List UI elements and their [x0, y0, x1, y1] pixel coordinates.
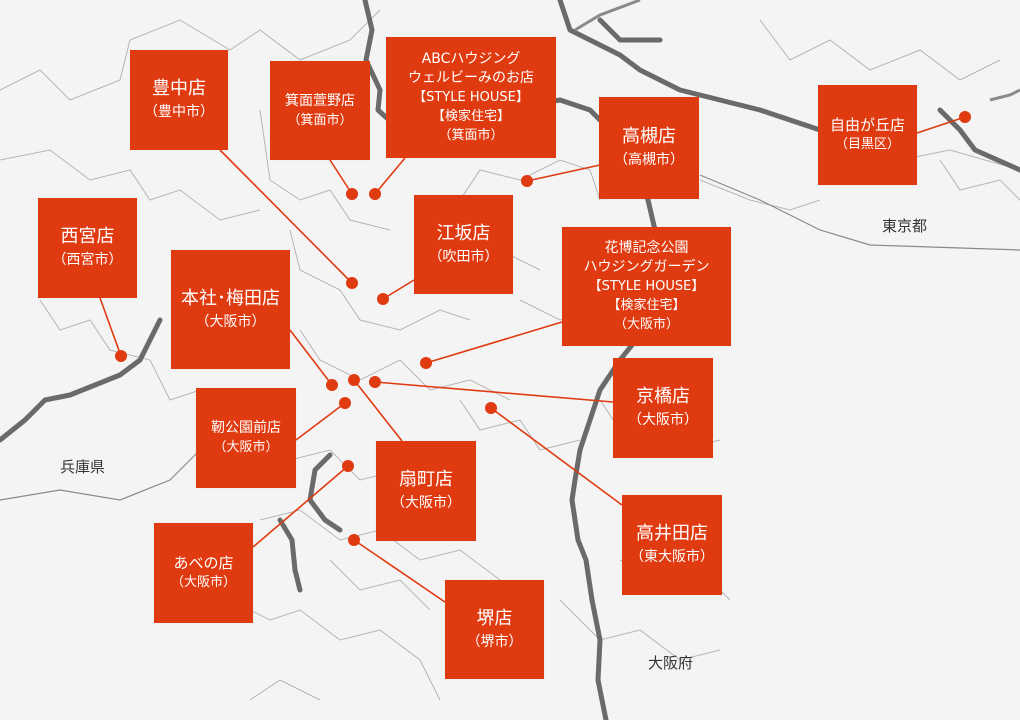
leader-line-sakai [353, 539, 446, 603]
store-name: 箕面萱野店 [285, 92, 355, 109]
store-nishinomiya[interactable]: 西宮店 （西宮市） [38, 198, 137, 298]
store-name-line: 花博記念公園 [604, 239, 689, 256]
location-dot-hanahaku [420, 357, 432, 369]
location-dot-ogimachi [348, 374, 360, 386]
leader-line-esaka [382, 279, 415, 300]
leader-line-ogimachi [353, 379, 403, 442]
leader-line-takatsuki [526, 164, 601, 182]
store-utsubo[interactable]: 靭公園前店 （大阪市） [196, 388, 296, 488]
store-city: （大阪市） [628, 412, 698, 428]
store-name: 高槻店 [622, 126, 676, 147]
location-dot-takaida [485, 402, 497, 414]
store-honsha-umeda[interactable]: 本社･梅田店 （大阪市） [171, 250, 290, 369]
store-abc-wellbe[interactable]: ABCハウジング ウェルビーみのお店 【STYLE HOUSE】 【検家住宅】 … [386, 37, 556, 158]
store-city: （大阪市） [195, 313, 266, 330]
store-jiyugaoka[interactable]: 自由が丘店 （目黒区） [818, 85, 917, 185]
location-dot-minoh-kayano [346, 188, 358, 200]
store-name: 扇町店 [399, 469, 453, 490]
store-name: 自由が丘店 [829, 116, 905, 134]
store-name: あべの店 [173, 554, 234, 572]
store-kyobashi[interactable]: 京橋店 （大阪市） [613, 358, 713, 458]
store-name: 靭公園前店 [211, 420, 281, 436]
store-city: （箕面市） [438, 127, 504, 143]
store-name: 本社･梅田店 [181, 287, 280, 309]
location-dot-jiyugaoka [959, 111, 971, 123]
store-name-line: ウェルビーみのお店 [408, 69, 534, 86]
store-city: （西宮市） [52, 252, 123, 268]
leader-line-kyobashi [374, 381, 614, 403]
leader-line-takaida [490, 407, 623, 506]
store-city: （大阪市） [613, 316, 679, 332]
store-minoh-kayano[interactable]: 箕面萱野店 （箕面市） [270, 61, 370, 160]
store-hanahaku[interactable]: 花博記念公園 ハウジングガーデン 【STYLE HOUSE】 【検家住宅】 （大… [562, 227, 731, 346]
store-takaida[interactable]: 高井田店 （東大阪市） [622, 495, 722, 595]
leader-line-minoh-kayano [329, 159, 353, 195]
store-sakai[interactable]: 堺店 （堺市） [445, 580, 544, 679]
store-name: 江坂店 [436, 222, 491, 244]
store-ogimachi[interactable]: 扇町店 （大阪市） [376, 441, 476, 541]
location-dot-utsubo [339, 397, 351, 409]
store-city: （大阪市） [170, 575, 236, 590]
location-dot-takatsuki [521, 175, 533, 187]
location-dot-sakai [348, 534, 360, 546]
region-label-hyogo: 兵庫県 [60, 458, 106, 476]
store-city: （高槻市） [614, 152, 684, 168]
store-name: 高井田店 [636, 523, 708, 544]
location-dot-esaka [377, 293, 389, 305]
store-toyonaka[interactable]: 豊中店 （豊中市） [130, 50, 228, 150]
leader-line-nishinomiya [99, 297, 122, 357]
leader-line-jiyugaoka [916, 116, 966, 134]
store-city: （目黒区） [834, 137, 900, 152]
leader-line-honsha-umeda [289, 329, 333, 386]
store-city: （堺市） [466, 633, 523, 650]
store-city: （東大阪市） [630, 549, 714, 565]
leader-line-utsubo [295, 402, 346, 441]
store-name: 豊中店 [152, 78, 206, 99]
store-city: （箕面市） [287, 112, 353, 128]
region-label-osaka: 大阪府 [648, 654, 694, 672]
store-city: （大阪市） [391, 495, 461, 511]
store-city: （大阪市） [213, 440, 279, 455]
store-name-line: ハウジングガーデン [583, 258, 710, 275]
location-dot-honsha-umeda [326, 379, 338, 391]
store-name-line: ABCハウジング [421, 50, 521, 67]
store-name: 京橋店 [636, 386, 690, 407]
leader-line-hanahaku [425, 321, 563, 364]
store-city: （豊中市） [144, 104, 214, 120]
store-brand-tag: 【検家住宅】 [431, 108, 510, 124]
store-brand-tag: 【STYLE HOUSE】 [588, 278, 705, 294]
store-esaka[interactable]: 江坂店 （吹田市） [414, 195, 513, 294]
location-dot-nishinomiya [115, 350, 127, 362]
store-name: 堺店 [476, 607, 513, 629]
store-abeno[interactable]: あべの店 （大阪市） [154, 523, 253, 623]
store-brand-tag: 【検家住宅】 [607, 297, 686, 313]
store-brand-tag: 【STYLE HOUSE】 [413, 89, 529, 105]
leader-line-abc-wellbe [374, 157, 406, 195]
location-dot-abc-wellbe [369, 188, 381, 200]
location-dot-kyobashi [369, 376, 381, 388]
leader-line-abeno [252, 465, 349, 548]
location-dot-toyonaka [346, 277, 358, 289]
location-dot-abeno [342, 460, 354, 472]
store-takatsuki[interactable]: 高槻店 （高槻市） [599, 97, 699, 199]
store-city: （吹田市） [428, 248, 499, 265]
store-name: 西宮店 [60, 226, 115, 247]
leader-line-toyonaka [219, 149, 353, 284]
region-label-tokyo: 東京都 [882, 217, 928, 235]
